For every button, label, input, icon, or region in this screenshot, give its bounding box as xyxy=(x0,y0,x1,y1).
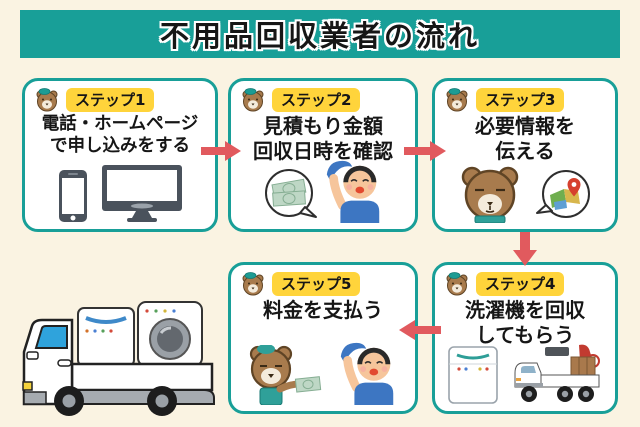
step-2-header: ステップ2 xyxy=(240,88,415,112)
bear-badge-icon xyxy=(242,88,264,112)
step-3-icons xyxy=(435,165,615,223)
bear-customer-icon xyxy=(461,166,519,223)
truck-carrying-washing-machines-illustration xyxy=(22,301,215,416)
step-2-box: ステップ2 見積もり金額 回収日時を確認 xyxy=(228,78,418,232)
step-1-icons xyxy=(25,165,215,223)
step-2-label: ステップ2 xyxy=(272,88,361,112)
step-5-icons xyxy=(231,339,415,405)
title-banner: 不用品回収業者の流れ xyxy=(20,10,620,58)
money-speech-bubble-icon xyxy=(265,169,317,218)
step-4-text: 洗濯機を回収 してもらう xyxy=(435,298,615,348)
step-4-line-1: 洗濯機を回収 xyxy=(465,298,585,322)
washing-machine-icon xyxy=(448,346,498,404)
step-3-box: ステップ3 必要情報を 伝える xyxy=(432,78,618,232)
desktop-monitor-icon xyxy=(102,165,182,222)
step2-to-step3-right-arrow xyxy=(404,141,446,161)
staff-raising-cap-icon xyxy=(326,160,380,223)
step4-to-step5-left-arrow xyxy=(399,320,441,340)
step-5-text: 料金を支払う xyxy=(231,298,415,323)
step-3-line-2: 伝える xyxy=(495,139,555,163)
step-4-header: ステップ4 xyxy=(444,272,615,296)
step-3-line-1: 必要情報を xyxy=(475,114,575,138)
step-1-line-2: で申し込みをする xyxy=(50,135,190,156)
bear-badge-icon xyxy=(36,88,58,112)
step-2-line-1: 見積もり金額 xyxy=(263,114,383,138)
staff-raising-cap-icon xyxy=(340,342,394,405)
step-1-label: ステップ1 xyxy=(66,88,155,112)
map-speech-bubble-icon xyxy=(536,170,590,218)
step-2-icons xyxy=(231,157,415,223)
step-2-line-2: 回収日時を確認 xyxy=(253,139,393,163)
step-5-box: ステップ5 料金を支払う xyxy=(228,262,418,414)
step1-to-step2-right-arrow xyxy=(201,141,241,161)
bear-paying-money-icon xyxy=(249,345,322,405)
step-2-text: 見積もり金額 回収日時を確認 xyxy=(231,114,415,164)
step-4-icons xyxy=(435,343,615,405)
step-4-line-2: してもらう xyxy=(475,323,575,347)
step-4-label: ステップ4 xyxy=(476,272,565,296)
bear-badge-icon xyxy=(446,88,468,112)
step-3-label: ステップ3 xyxy=(476,88,565,112)
step-5-line-1: 料金を支払う xyxy=(263,298,383,322)
step-1-line-1: 電話・ホームページ xyxy=(41,114,199,134)
step-3-header: ステップ3 xyxy=(444,88,615,112)
step3-to-step4-down-arrow xyxy=(513,232,537,266)
step-5-label: ステップ5 xyxy=(272,272,361,296)
page-title: 不用品回収業者の流れ xyxy=(159,19,480,53)
step-1-text: 電話・ホームページ で申し込みをする xyxy=(25,114,215,158)
step-4-box: ステップ4 洗濯機を回収 してもらう xyxy=(432,262,618,414)
step-3-text: 必要情報を 伝える xyxy=(435,114,615,164)
step-1-box: ステップ1 電話・ホームページ で申し込みをする xyxy=(22,78,218,232)
loaded-truck-icon xyxy=(514,344,600,402)
step-1-header: ステップ1 xyxy=(34,88,215,112)
smartphone-icon xyxy=(59,170,87,222)
step-5-header: ステップ5 xyxy=(240,272,415,296)
bear-badge-icon xyxy=(446,272,468,296)
bear-badge-icon xyxy=(242,272,264,296)
